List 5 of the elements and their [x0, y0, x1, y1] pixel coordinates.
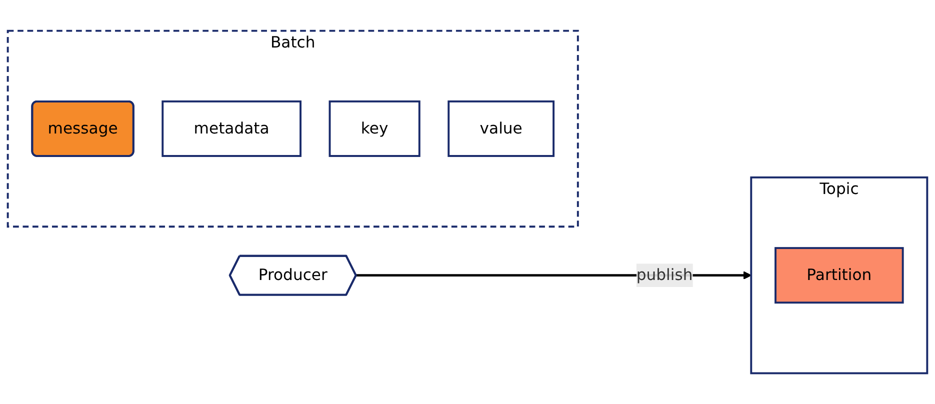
node-box: value: [448, 100, 555, 157]
node-box: key: [328, 100, 420, 157]
edge-label: publish: [636, 266, 693, 284]
node-box: Partition: [774, 247, 904, 304]
node-box: metadata: [162, 100, 302, 157]
